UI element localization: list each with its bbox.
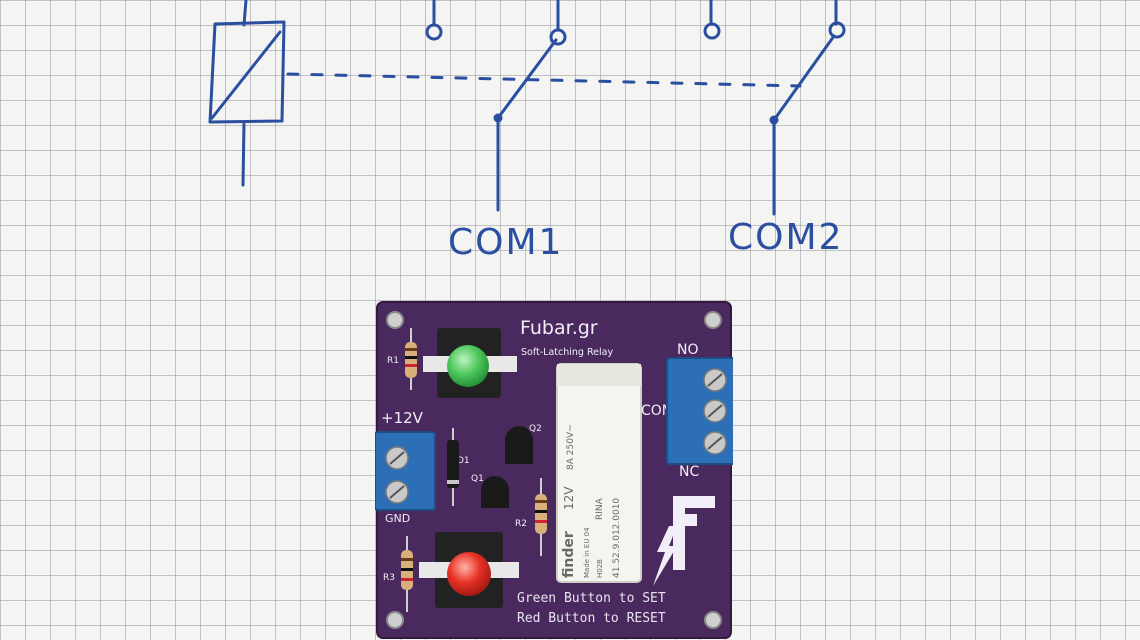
red-led-cap-icon bbox=[447, 552, 491, 596]
relay-schematic-sketch: COM1 COM2 bbox=[208, 0, 846, 263]
nc-label: NC bbox=[679, 464, 699, 480]
subtitle-text: Soft-Latching Relay bbox=[521, 347, 613, 358]
switch-1 bbox=[432, 0, 560, 212]
reset-button[interactable] bbox=[419, 532, 519, 608]
relay-cert: RINA bbox=[595, 497, 605, 520]
brand-text: Fubar.gr bbox=[520, 317, 598, 339]
footer-line-2: Red Button to RESET bbox=[517, 611, 666, 626]
r2-label: R2 bbox=[515, 519, 527, 529]
set-button[interactable] bbox=[423, 328, 517, 398]
resistor-r2 bbox=[535, 478, 547, 556]
gnd-label: GND bbox=[385, 512, 410, 525]
output-terminal[interactable] bbox=[666, 357, 733, 465]
footer-line-1: Green Button to SET bbox=[517, 591, 666, 606]
mounting-holes bbox=[386, 311, 722, 629]
switch-2 bbox=[709, 0, 838, 216]
power-label: +12V bbox=[381, 409, 424, 427]
diode-d1 bbox=[447, 428, 459, 506]
finder-relay: finder 12V 8A 250V~ Made in EU 04 H02B R… bbox=[556, 363, 642, 583]
relay-voltage: 12V bbox=[562, 486, 576, 510]
power-terminal[interactable] bbox=[375, 431, 436, 511]
actuation-link bbox=[286, 72, 802, 88]
transistor-q2 bbox=[505, 426, 533, 464]
relay-brand: finder bbox=[561, 531, 577, 578]
resistor-r1 bbox=[405, 328, 417, 390]
d1-label: D1 bbox=[457, 456, 470, 466]
q1-label: Q1 bbox=[471, 474, 484, 484]
com1-label: COM1 bbox=[448, 222, 563, 263]
green-led-cap-icon bbox=[447, 345, 489, 387]
r3-label: R3 bbox=[383, 573, 395, 583]
r1-label: R1 bbox=[387, 356, 399, 366]
relay-code: H02B bbox=[596, 559, 604, 578]
com-label: COM bbox=[641, 403, 674, 419]
com2-label: COM2 bbox=[728, 217, 843, 258]
relay-rating: 8A 250V~ bbox=[566, 424, 576, 470]
no-label: NO bbox=[677, 342, 699, 358]
relay-part-number: 41.52.9.012.0010 bbox=[612, 498, 622, 578]
relay-pcb: Fubar.gr Soft-Latching Relay R1 NO COM N… bbox=[375, 301, 733, 639]
resistor-r3 bbox=[401, 536, 413, 612]
transistor-q1 bbox=[481, 476, 509, 508]
relay-made-in: Made in EU 04 bbox=[583, 527, 591, 578]
q2-label: Q2 bbox=[529, 424, 542, 434]
fubar-logo-icon bbox=[653, 496, 715, 586]
coil-symbol bbox=[208, 0, 286, 187]
